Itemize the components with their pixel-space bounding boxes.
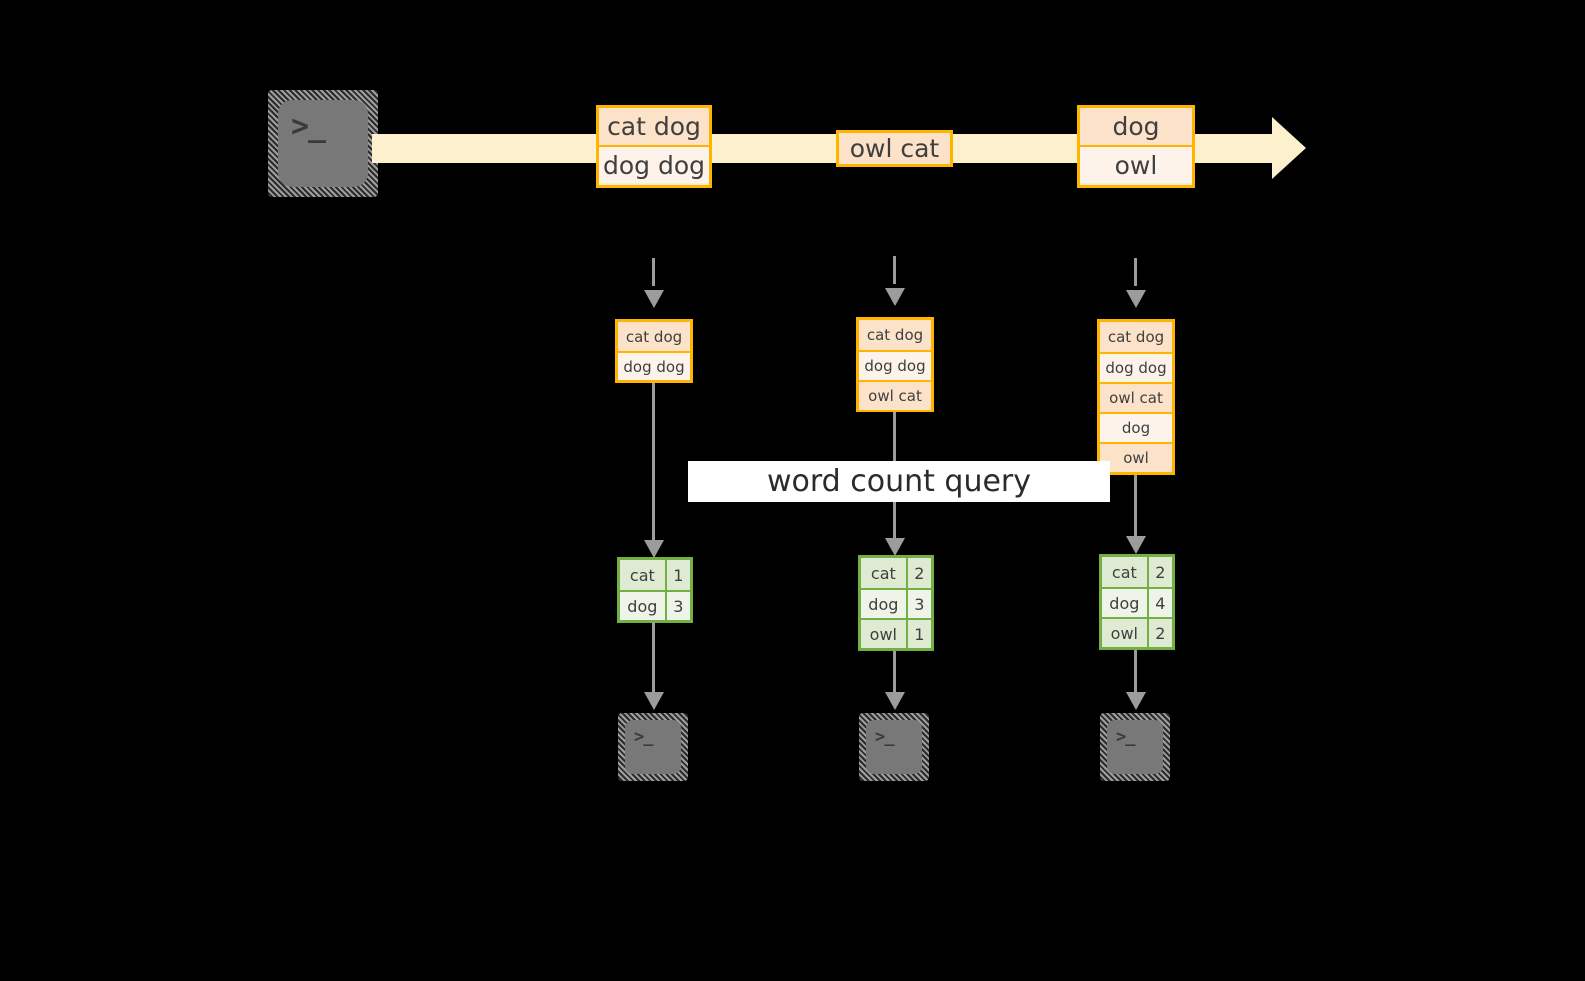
result-table-row: cat 1 [620,560,690,590]
input-table-row: dog dog [859,350,931,380]
result-word-cell: cat [620,560,665,590]
query-label-text: word count query [766,464,1032,499]
terminal-prompt-glyph: >_ [1116,727,1136,747]
result-word-cell: owl [861,620,906,648]
input-table-row: owl cat [859,380,931,410]
result-word-cell: dog [620,592,665,620]
stream-batch-2[interactable]: owl cat [836,130,953,167]
sink-connector-arrowhead-1 [644,692,664,710]
stream-event-line: owl [1080,145,1192,183]
query-connector-arrowhead-1 [644,540,664,558]
terminal-body: >_ [278,100,368,187]
query-connector-arrowhead-2 [885,538,905,556]
trigger-arrowhead-1 [644,290,664,308]
result-table-1[interactable]: cat 1 dog 3 [617,557,693,623]
result-word-cell: dog [1102,589,1147,617]
result-word-cell: cat [861,558,906,588]
input-table-3[interactable]: cat dog dog dog owl cat dog owl [1097,319,1175,475]
stream-event-line: dog dog [599,145,709,183]
terminal-body: >_ [1107,720,1163,774]
sink-terminal-icon-1[interactable]: >_ [618,713,688,781]
sink-connector-arrowhead-3 [1126,692,1146,710]
stream-event-line: cat dog [599,108,709,145]
input-table-1[interactable]: cat dog dog dog [615,319,693,383]
sink-terminal-icon-3[interactable]: >_ [1100,713,1170,781]
sink-connector-3 [1134,650,1137,694]
result-table-2[interactable]: cat 2 dog 3 owl 1 [858,555,934,651]
result-table-row: cat 2 [1102,557,1172,587]
query-connector-1 [652,383,655,543]
result-table-3[interactable]: cat 2 dog 4 owl 2 [1099,554,1175,650]
terminal-prompt-glyph: >_ [291,109,326,144]
terminal-prompt-glyph: >_ [634,727,654,747]
sink-connector-1 [652,622,655,694]
input-table-row: cat dog [618,322,690,351]
trigger-arrowhead-3 [1126,290,1146,308]
result-table-row: dog 3 [861,588,931,618]
result-word-cell: owl [1102,619,1147,647]
result-count-cell: 3 [664,592,690,620]
trigger-dash-1 [652,258,655,286]
result-count-cell: 1 [905,620,931,648]
event-stream-arrowhead [1272,117,1306,179]
input-table-row: owl [1100,442,1172,472]
result-word-cell: dog [861,590,906,618]
result-count-cell: 2 [1146,619,1172,647]
result-table-row: dog 4 [1102,587,1172,617]
input-table-row: cat dog [859,320,931,350]
result-table-row: cat 2 [861,558,931,588]
stream-batch-3[interactable]: dog owl [1077,105,1195,188]
input-table-row: owl cat [1100,382,1172,412]
result-table-row: owl 2 [1102,617,1172,647]
stream-event-line: dog [1080,108,1192,145]
stream-batch-1[interactable]: cat dog dog dog [596,105,712,188]
sink-connector-2 [893,651,896,694]
result-count-cell: 3 [905,590,931,618]
source-terminal-icon[interactable]: >_ [268,90,378,197]
query-connector-arrowhead-3 [1126,536,1146,554]
input-table-row: cat dog [1100,322,1172,352]
sink-connector-arrowhead-2 [885,692,905,710]
trigger-arrowhead-2 [885,288,905,306]
terminal-body: >_ [866,720,922,774]
result-word-cell: cat [1102,557,1147,587]
input-table-row: dog dog [618,351,690,380]
sink-terminal-icon-2[interactable]: >_ [859,713,929,781]
result-count-cell: 2 [1146,557,1172,587]
result-table-row: owl 1 [861,618,931,648]
input-table-row: dog dog [1100,352,1172,382]
result-table-row: dog 3 [620,590,690,620]
query-label: word count query [688,461,1110,502]
query-connector-3 [1134,475,1137,540]
terminal-prompt-glyph: >_ [875,727,895,747]
terminal-body: >_ [625,720,681,774]
result-count-cell: 4 [1146,589,1172,617]
input-table-row: dog [1100,412,1172,442]
result-count-cell: 2 [905,558,931,588]
input-table-2[interactable]: cat dog dog dog owl cat [856,317,934,412]
result-count-cell: 1 [664,560,690,590]
trigger-dash-2 [893,256,896,284]
trigger-dash-3 [1134,258,1137,286]
stream-event-line: owl cat [839,133,950,164]
